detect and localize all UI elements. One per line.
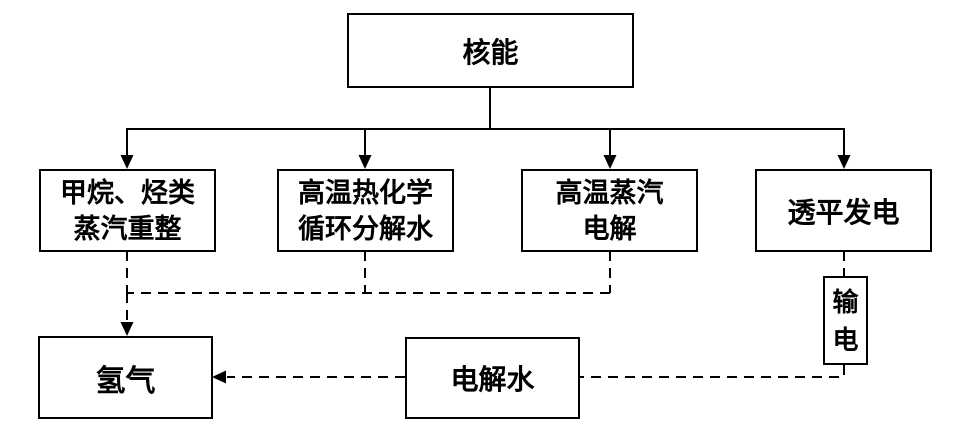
node-nuclear-energy: 核能 xyxy=(347,13,634,88)
node-methane-reforming-label-line1: 甲烷、烃类 xyxy=(60,177,195,208)
node-steam-electrolysis: 高温蒸汽 电解 xyxy=(521,169,698,252)
solid-connectors xyxy=(120,87,851,169)
arrowhead-down-turbine xyxy=(837,155,851,169)
arrowhead-left-hydrogen xyxy=(212,370,226,384)
node-thermochemical-cycle-label-line1: 高温热化学 xyxy=(298,177,433,208)
edge-transmission-water xyxy=(580,365,845,378)
node-turbine-generation: 透平发电 xyxy=(755,169,932,252)
arrowhead-down-methane xyxy=(120,155,134,169)
node-methane-reforming-label-line2: 蒸汽重整 xyxy=(73,213,182,244)
arrowhead-down-hydrogen xyxy=(120,322,134,336)
node-methane-reforming: 甲烷、烃类 蒸汽重整 xyxy=(39,169,216,252)
node-hydrogen-label: 氢气 xyxy=(95,364,156,398)
node-water-electrolysis-label: 电解水 xyxy=(450,364,535,395)
node-water-electrolysis: 电解水 xyxy=(405,337,580,419)
node-thermochemical-cycle-label-line2: 循环分解水 xyxy=(298,213,433,244)
node-thermochemical-cycle: 高温热化学 循环分解水 xyxy=(277,169,454,252)
node-power-transmission: 输电 xyxy=(823,276,868,365)
arrowhead-down-thermochem xyxy=(358,155,372,169)
node-nuclear-energy-label: 核能 xyxy=(462,36,519,68)
dashed-connectors xyxy=(120,251,845,384)
arrowhead-down-steam xyxy=(603,155,617,169)
node-turbine-generation-label: 透平发电 xyxy=(787,196,900,228)
node-steam-electrolysis-label-line1: 高温蒸汽 xyxy=(555,177,664,208)
node-hydrogen: 氢气 xyxy=(38,336,213,419)
node-power-transmission-label: 输电 xyxy=(832,286,859,355)
node-steam-electrolysis-label-line2: 电解 xyxy=(582,213,637,244)
